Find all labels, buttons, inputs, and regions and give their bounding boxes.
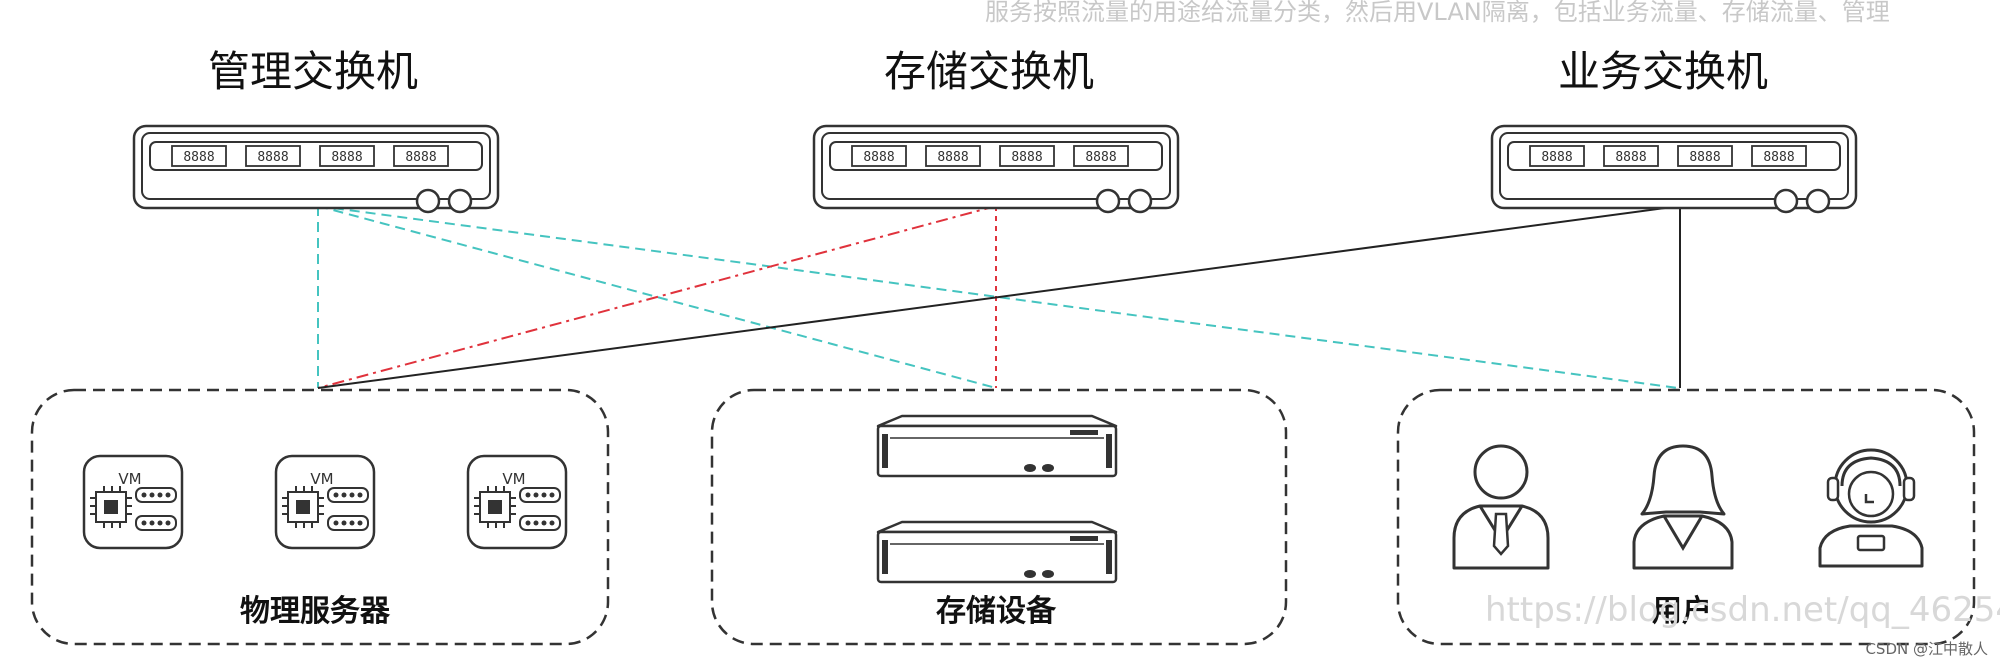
- switch-port-label: 8888: [1615, 150, 1646, 165]
- vm-server-icon: VM: [82, 454, 184, 550]
- physical-server-label: 物理服务器: [240, 594, 390, 629]
- vm-server-icon: VM: [466, 454, 568, 550]
- status-light-icon: [1127, 188, 1153, 214]
- vm-label: VM: [310, 470, 333, 488]
- status-light-icon: [1773, 188, 1799, 214]
- support-agent-icon: [1818, 448, 1924, 568]
- physical-server-group: [30, 388, 610, 646]
- link-business-server: [317, 205, 1681, 389]
- user-label: 用户: [1652, 594, 1712, 629]
- storage-switch: 8888 8888 8888 8888: [812, 124, 1180, 214]
- status-light-icon: [415, 188, 441, 214]
- link-management-storage: [317, 205, 997, 389]
- storage-switch-title: 存储交换机: [884, 47, 1095, 96]
- switch-port-label: 8888: [863, 150, 894, 165]
- status-light-icon: [1095, 188, 1121, 214]
- business-switch: 8888 8888 8888 8888: [1490, 124, 1858, 214]
- switch-port-label: 8888: [257, 150, 288, 165]
- switch-port-label: 8888: [1763, 150, 1794, 165]
- male-user-icon: [1452, 444, 1550, 570]
- switch-port-label: 8888: [1541, 150, 1572, 165]
- management-switch-title: 管理交换机: [208, 47, 419, 96]
- vm-label: VM: [502, 470, 525, 488]
- storage-device-icon: [876, 520, 1118, 584]
- storage-device-icon: [876, 414, 1118, 478]
- watermark: https://blog.csdn.net/qq_46254436: [1485, 590, 2000, 630]
- vm-server-icon: VM: [274, 454, 376, 550]
- header-caption: 服务按照流量的用途给流量分类，然后用VLAN隔离，包括业务流量、存储流量、管理: [985, 0, 1890, 26]
- status-light-icon: [1805, 188, 1831, 214]
- switch-port-label: 8888: [1689, 150, 1720, 165]
- female-user-icon: [1632, 444, 1734, 570]
- storage-device-group: [710, 388, 1288, 646]
- switch-port-label: 8888: [1085, 150, 1116, 165]
- credit-label: CSDN @江中散人: [1865, 640, 1988, 658]
- link-storage-server: [317, 205, 997, 389]
- link-management-users: [317, 205, 1679, 389]
- vm-label: VM: [118, 470, 141, 488]
- switch-port-label: 8888: [331, 150, 362, 165]
- business-switch-title: 业务交换机: [1558, 47, 1769, 96]
- switch-port-label: 8888: [405, 150, 436, 165]
- user-group: [1396, 388, 1976, 646]
- switch-port-label: 8888: [1011, 150, 1042, 165]
- status-light-icon: [447, 188, 473, 214]
- switch-port-label: 8888: [937, 150, 968, 165]
- management-switch: 8888 8888 8888 8888: [132, 124, 500, 214]
- switch-port-label: 8888: [183, 150, 214, 165]
- storage-device-label: 存储设备: [936, 594, 1056, 629]
